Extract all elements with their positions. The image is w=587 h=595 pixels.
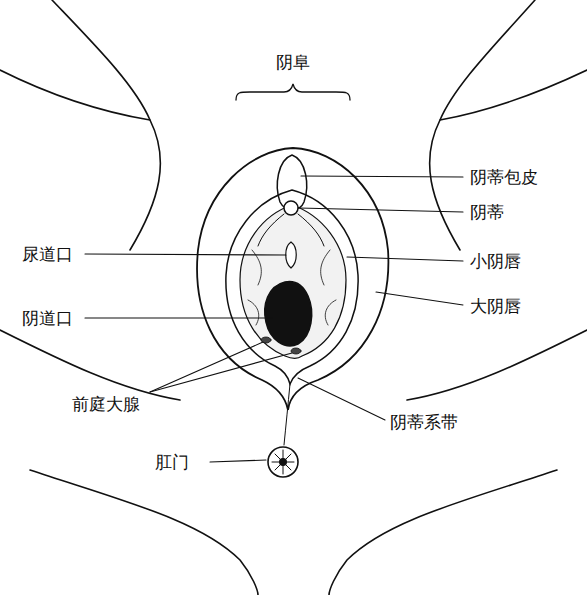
part-label: 前庭大腺 xyxy=(72,394,140,414)
part-label: 肛门 xyxy=(155,452,189,472)
part-label: 阴道口 xyxy=(22,308,73,328)
leader-lines xyxy=(85,176,463,462)
part-label: 阴蒂系带 xyxy=(390,412,458,432)
part-label: 小阴唇 xyxy=(470,251,521,271)
part-label: 阴蒂包皮 xyxy=(470,167,538,187)
part-label: 大阴唇 xyxy=(470,296,521,316)
part-label: 尿道口 xyxy=(22,244,73,264)
part-label: 阴阜 xyxy=(276,52,310,72)
part-label: 阴蒂 xyxy=(470,202,504,222)
